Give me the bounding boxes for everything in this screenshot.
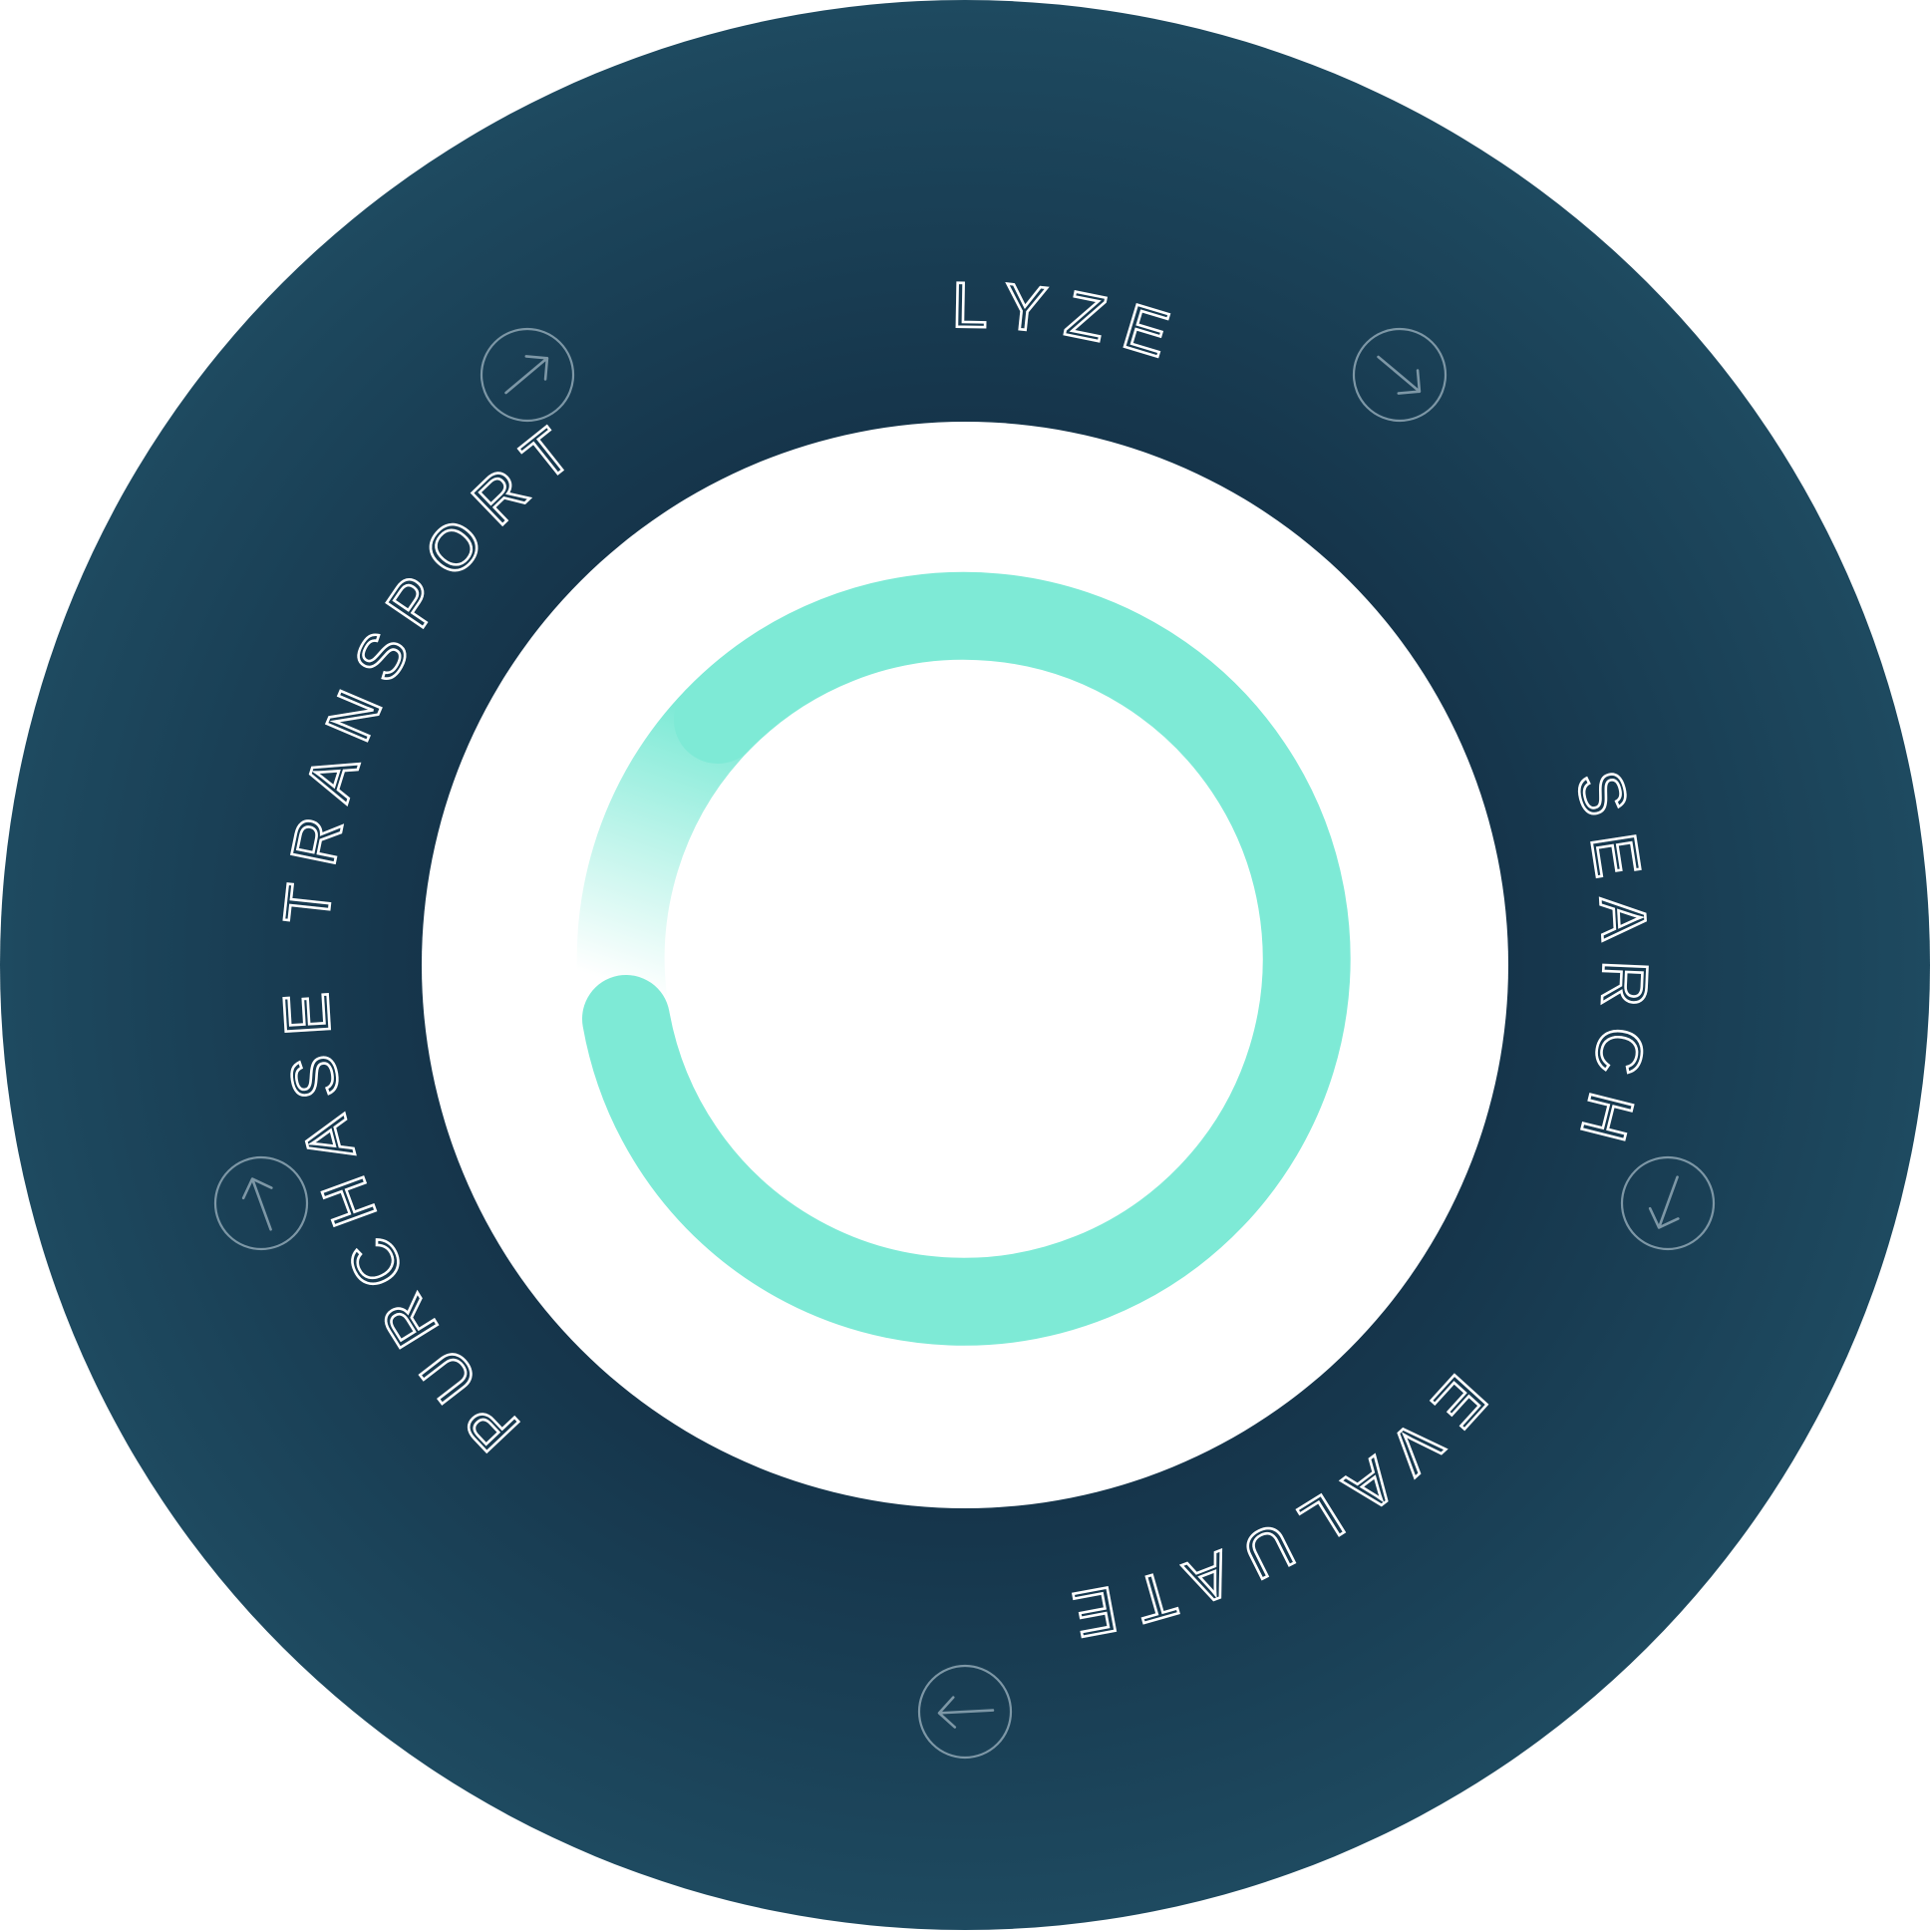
connector-1 — [1352, 327, 1448, 423]
connector-circle — [213, 1155, 309, 1251]
arrow-up-icon — [241, 1177, 273, 1231]
connector-circle — [1352, 327, 1448, 423]
stage-connectors — [213, 327, 1716, 1760]
progress-ring — [576, 571, 1351, 1346]
arrow-up-right-icon — [504, 355, 549, 395]
connector-2 — [1620, 1155, 1716, 1251]
connector-3 — [917, 1664, 1013, 1760]
connector-circle — [480, 327, 575, 423]
connector-circle — [1620, 1155, 1716, 1251]
arrow-left-icon — [937, 1696, 995, 1729]
connector-5 — [480, 327, 575, 423]
progress-arc-fade — [576, 689, 750, 1027]
connector-4 — [213, 1155, 309, 1251]
progress-arc — [582, 571, 1351, 1346]
arrow-right-down-icon — [1377, 355, 1422, 395]
arrow-down-left-icon — [1648, 1175, 1680, 1229]
connector-circle — [917, 1664, 1013, 1760]
